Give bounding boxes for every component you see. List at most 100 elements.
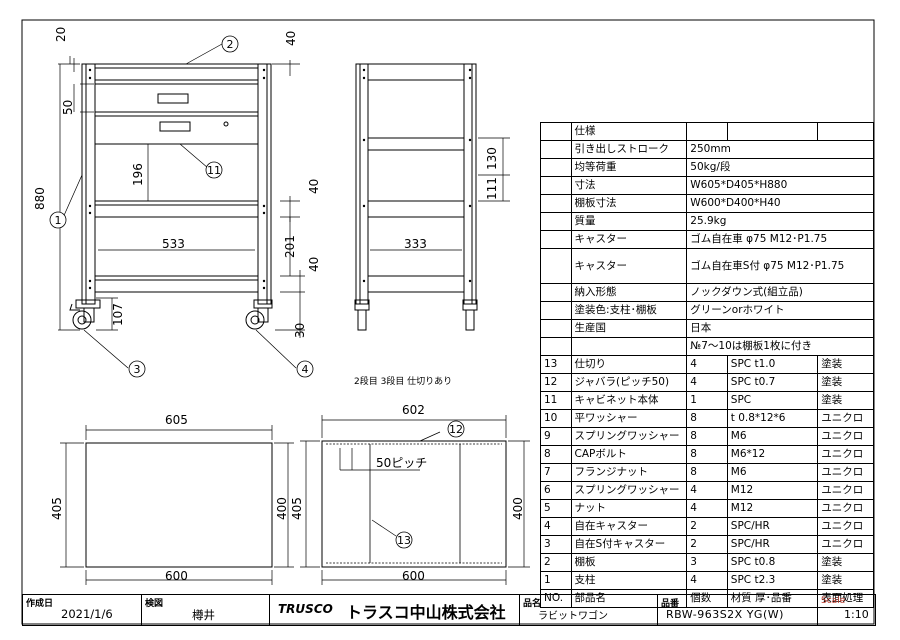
spec-cell: 4 bbox=[686, 499, 728, 518]
spec-cell: 個数 bbox=[686, 589, 728, 608]
callout-12 bbox=[447, 420, 465, 438]
callout-3 bbox=[128, 360, 146, 378]
dim-tvl-left: 405 bbox=[50, 497, 64, 520]
callout-2 bbox=[221, 35, 239, 53]
dim-top-right: 40 bbox=[284, 31, 298, 46]
spec-cell: 生産国 bbox=[570, 319, 688, 338]
dim-tvr-bottom: 600 bbox=[402, 569, 425, 583]
spec-cell: 6 bbox=[540, 481, 572, 500]
spec-cell bbox=[540, 283, 572, 302]
check-cell: 検図 樽井 bbox=[141, 595, 270, 625]
callout-13 bbox=[395, 531, 413, 549]
company-cell: TRUSCO トラスコ中山株式会社 bbox=[269, 595, 520, 625]
spec-cell: SPC/HR bbox=[726, 517, 819, 536]
spec-row: キャスターゴム自在車S付 φ75 M12･P1.75 bbox=[540, 248, 874, 284]
created-label: 作成日 bbox=[26, 599, 54, 609]
spec-cell: 4 bbox=[540, 517, 572, 536]
dim-caster-height: 107 bbox=[111, 303, 125, 326]
spec-cell: 8 bbox=[540, 445, 572, 464]
spec-cell: 8 bbox=[686, 445, 728, 464]
spec-cell: 2 bbox=[686, 535, 728, 554]
spec-cell bbox=[540, 176, 572, 195]
spec-cell bbox=[817, 122, 874, 141]
spec-row: 納入形態ノックダウン式(組立品) bbox=[540, 283, 874, 302]
spec-cell: スプリングワッシャー bbox=[570, 481, 688, 500]
spec-cell bbox=[540, 140, 572, 159]
spec-cell: 質量 bbox=[570, 212, 688, 231]
dim-top-margin: 20 bbox=[54, 27, 68, 42]
spec-cell: 12 bbox=[540, 373, 572, 392]
spec-cell: 自在キャスター bbox=[570, 517, 688, 536]
spec-cell: SPC bbox=[726, 391, 819, 410]
callout-11 bbox=[205, 161, 223, 179]
dim-shelf-thickness-a: 40 bbox=[307, 179, 321, 194]
top-view-left bbox=[60, 425, 294, 585]
spec-cell: ユニクロ bbox=[817, 409, 874, 428]
company-logo: TRUSCO bbox=[278, 602, 333, 616]
callout-2-label: 2 bbox=[227, 38, 234, 51]
spec-cell: SPC t0.8 bbox=[726, 553, 819, 572]
spec-cell: 250mm bbox=[686, 140, 874, 159]
spec-cell: SPC/HR bbox=[726, 535, 819, 554]
spec-cell bbox=[540, 122, 572, 141]
dim-inner-depth: 333 bbox=[404, 237, 427, 251]
spec-cell: ユニクロ bbox=[817, 535, 874, 554]
spec-cell: t 0.8*12*6 bbox=[726, 409, 819, 428]
spec-cell: 塗装 bbox=[817, 553, 874, 572]
spec-cell bbox=[570, 337, 688, 356]
spec-cell: SPC t1.0 bbox=[726, 355, 819, 374]
spec-cell: 25.9kg bbox=[686, 212, 874, 231]
dim-tvl-top: 605 bbox=[165, 413, 188, 427]
spec-cell: 3 bbox=[686, 553, 728, 572]
dim-tvr-left: 405 bbox=[290, 497, 304, 520]
callout-4-label: 4 bbox=[302, 363, 309, 376]
spec-cell: 支柱 bbox=[570, 571, 688, 590]
spec-cell bbox=[540, 230, 572, 249]
spec-cell: 棚板 bbox=[570, 553, 688, 572]
spec-cell: 9 bbox=[540, 427, 572, 446]
spec-cell: 寸法 bbox=[570, 176, 688, 195]
spec-cell: 13 bbox=[540, 355, 572, 374]
product-value: ラビットワゴン bbox=[538, 611, 608, 622]
spec-cell: 3 bbox=[540, 535, 572, 554]
spec-cell: 均等荷重 bbox=[570, 158, 688, 177]
spec-row: 塗装色:支柱･棚板グリーンorホワイト bbox=[540, 301, 874, 320]
spec-cell: 塗装 bbox=[817, 391, 874, 410]
spec-cell: キャスター bbox=[570, 230, 688, 249]
spec-cell: SPC t2.3 bbox=[726, 571, 819, 590]
dim-tvr-top: 602 bbox=[402, 403, 425, 417]
spec-cell: 8 bbox=[686, 463, 728, 482]
top-view-right bbox=[300, 415, 530, 585]
spec-cell: 2 bbox=[540, 553, 572, 572]
spec-cell: グリーンorホワイト bbox=[686, 301, 874, 320]
spec-cell: ゴム自在車S付 φ75 M12･P1.75 bbox=[686, 248, 874, 284]
spec-cell bbox=[726, 122, 819, 141]
scale-value: 1:10 bbox=[844, 608, 869, 621]
dim-bottom-gap: 30 bbox=[293, 323, 307, 338]
dim-cabinet-gap: 196 bbox=[131, 163, 145, 186]
spec-cell: CAPボルト bbox=[570, 445, 688, 464]
callout-1-label: 1 bbox=[55, 214, 62, 227]
spec-cell: 塗装 bbox=[817, 355, 874, 374]
spec-cell: ユニクロ bbox=[817, 427, 874, 446]
spec-cell: 8 bbox=[686, 409, 728, 428]
callout-13-label: 13 bbox=[397, 534, 411, 547]
created-cell: 作成日 2021/1/6 bbox=[23, 595, 141, 625]
spec-cell: スプリングワッシャー bbox=[570, 427, 688, 446]
callout-1 bbox=[49, 211, 67, 229]
